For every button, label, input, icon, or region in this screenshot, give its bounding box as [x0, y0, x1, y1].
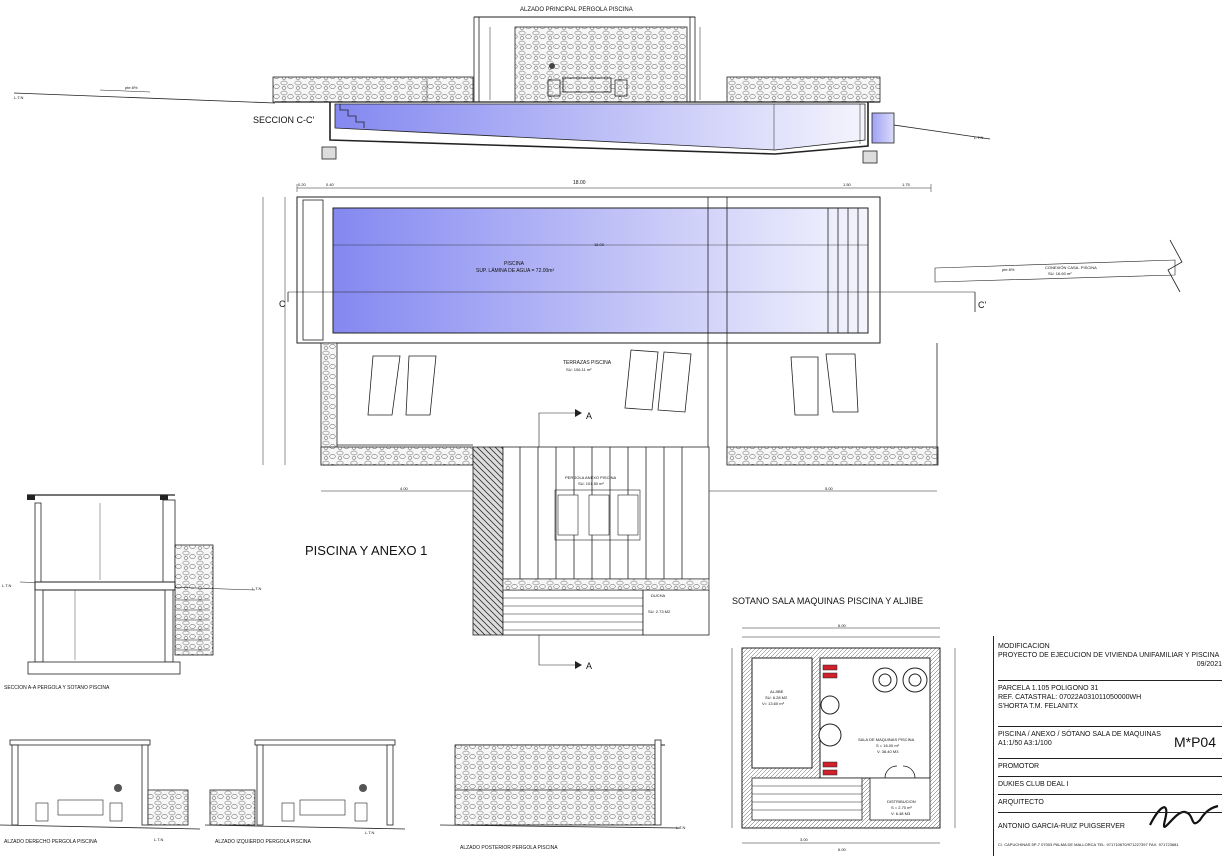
label-terrazas: TERRAZAS PISCINA — [563, 360, 612, 366]
label-pergola-su: SU: 101.50 m² — [578, 481, 604, 486]
dim-150: 1.50 — [843, 182, 851, 187]
label-c-left: C — [279, 299, 286, 309]
label-a-top: A — [586, 411, 593, 421]
elevation-left — [204, 739, 406, 830]
label-aljibe-v: V= 13.60 m³ — [762, 701, 784, 706]
filter-tanks — [818, 667, 928, 747]
label-pte: pte 8% — [1002, 267, 1015, 272]
label-dist-v: V: 6.48 M3 — [891, 811, 911, 816]
title-block-address: C/. CAPUCHINAS 5P-7 07003 PALMA DE MALLO… — [998, 842, 1222, 850]
title-block-plan: PISCINA / ANEXO / SÓTANO SALA DE MAQUINA… — [998, 730, 1222, 759]
label-ltn-der: L.T.N — [154, 837, 164, 842]
title-alzado-posterior: ALZADO POSTERIOR PERGOLA PISCINA — [460, 845, 558, 851]
dim-040: 0.40 — [326, 182, 334, 187]
tb-ref: REF. CATASTRAL: 07022A031011050000WH — [998, 694, 1142, 701]
tb-proyecto: PROYECTO DE EJECUCION DE VIVIENDA UNIFAM… — [998, 652, 1220, 659]
dim-400-bottom: 4.00 — [400, 486, 408, 491]
label-slope: pte 8% — [125, 85, 138, 90]
title-block-project: MODIFICACION PROYECTO DE EJECUCION DE VI… — [998, 642, 1222, 681]
tb-lugar: S'HORTA T.M. FELANITX — [998, 703, 1078, 710]
pool-plan — [262, 184, 1183, 669]
label-conexion-su: SU: 16.60 m² — [1048, 271, 1072, 276]
tb-codigo: M*P04 — [1173, 734, 1216, 750]
label-ltn-aa-left: L.T.N — [2, 583, 12, 588]
tb-direccion: C/. CAPUCHINAS 5P-7 07003 PALMA DE MALLO… — [998, 842, 1179, 847]
elevation-right — [0, 739, 201, 830]
dim-pool-total: 18.00 — [573, 180, 586, 186]
label-distribucion: DISTRIBUCION — [887, 799, 916, 804]
dim-020: 0.20 — [298, 182, 306, 187]
label-aljibe: ALJIBE — [770, 689, 784, 694]
label-sala-s: S = 16.00 m² — [876, 743, 900, 748]
dim-600-bottom: 6.00 — [838, 847, 846, 852]
title-piscina-anexo: PISCINA Y ANEXO 1 — [305, 543, 428, 558]
tb-modificacion: MODIFICACION — [998, 643, 1050, 650]
title-alzado-izquierdo: ALZADO IZQUIERDO PERGOLA PISCINA — [215, 839, 311, 845]
dim-600-top: 6.00 — [838, 623, 846, 628]
label-ducha: DUCHA — [651, 593, 666, 598]
label-ltn-aa-right: L.T.N — [252, 586, 262, 591]
label-aljibe-su: SU: 6.28 M2 — [765, 695, 788, 700]
label-dist-s: S = 2.70 m² — [891, 805, 912, 810]
tb-escala: A1:1/50 A3:1/100 — [998, 740, 1052, 747]
title-block-promotor-label: PROMOTOR — [998, 762, 1222, 777]
label-terrazas-su: SU: 106.11 m² — [566, 367, 592, 372]
tb-parcela: PARCELA 1.105 POLIGONO 31 — [998, 685, 1099, 692]
title-alzado-derecho: ALZADO DERECHO PERGOLA PISCINA — [4, 839, 98, 845]
elevation-back — [439, 739, 681, 829]
title-block-site: PARCELA 1.105 POLIGONO 31 REF. CATASTRAL… — [998, 684, 1222, 727]
title-seccion-aa: SECCION A-A PERGOLA Y SOTANO PISCINA — [4, 685, 110, 691]
dim-500-bottom: 5.00 — [825, 486, 833, 491]
dim-pool-inner: 16.00 — [594, 242, 605, 247]
tb-plano: PISCINA / ANEXO / SÓTANO SALA DE MAQUINA… — [998, 731, 1161, 738]
label-c-right: C' — [978, 300, 987, 310]
label-pergola: PERGOLA ANEXO PISCINA — [565, 475, 617, 480]
section-aa — [19, 494, 256, 675]
pergola-plan — [472, 446, 710, 636]
basement-plan — [731, 627, 956, 844]
tb-fecha: 09/2021 — [1196, 661, 1222, 668]
title-block-arquitecto: ANTONIO GARCIA-RUIZ PUIGSERVER — [998, 822, 1222, 840]
label-ltn-post: L.T.N — [676, 825, 686, 830]
label-sala-v: V: 38.40 M3 — [877, 749, 899, 754]
title-seccion-cc: SECCION C-C' — [253, 115, 315, 125]
label-conexion: CONEXIÓN CASA- PISCINA — [1045, 265, 1097, 270]
tb-promotor-lbl: PROMOTOR — [998, 763, 1040, 770]
label-ltn-left: L.T.N — [14, 95, 24, 100]
title-alzado-principal: ALZADO PRINCIPAL PERGOLA PISCINA — [520, 7, 633, 13]
dim-300-bottom: 3.00 — [800, 837, 808, 842]
label-ltn-izq: L.T.N — [365, 830, 375, 835]
section-cc — [13, 16, 991, 164]
title-block-promotor: DUKIES CLUB DEAL I — [998, 780, 1222, 795]
title-sotano: SOTANO SALA MAQUINAS PISCINA Y ALJIBE — [732, 596, 924, 606]
label-piscina: PISCINA — [504, 261, 525, 267]
label-a-bottom: A — [586, 661, 593, 671]
title-block: MODIFICACION PROYECTO DE EJECUCION DE VI… — [993, 636, 1224, 856]
tb-arquitecto-lbl: ARQUITECTO — [998, 799, 1044, 806]
label-piscina-sup: SUP. LÁMINA DE AGUA = 72.00m² — [476, 268, 555, 274]
label-sala-maquinas: SALA DE MAQUINAS PISCINA — [858, 737, 915, 742]
label-ducha-su: SU: 2.73 M2 — [648, 609, 671, 614]
pumps — [822, 664, 838, 776]
title-block-arquitecto-label: ARQUITECTO — [998, 798, 1222, 813]
dim-175: 1.75 — [902, 182, 910, 187]
tb-promotor: DUKIES CLUB DEAL I — [998, 781, 1069, 788]
architect-signature — [1149, 804, 1219, 828]
label-ltn-right: L.T.N — [974, 135, 984, 140]
tb-arquitecto: ANTONIO GARCIA-RUIZ PUIGSERVER — [998, 823, 1125, 830]
